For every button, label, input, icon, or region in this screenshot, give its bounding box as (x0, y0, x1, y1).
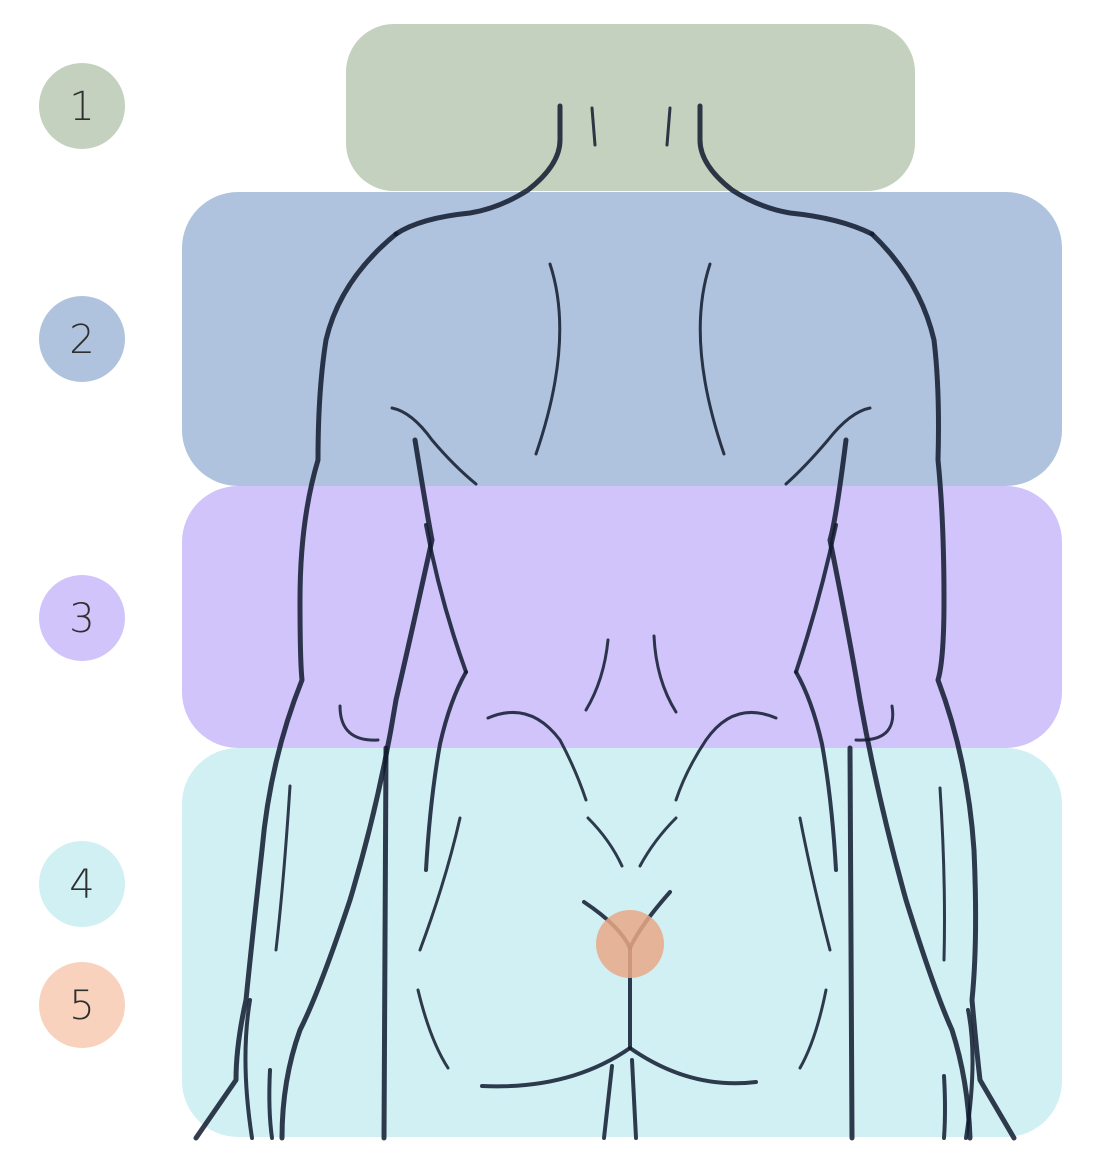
zone-2-number: 2 (69, 317, 95, 363)
left-glute-side-line (418, 816, 462, 952)
zone-1-marker: 1 (39, 63, 125, 149)
neck-left-line (393, 103, 563, 237)
left-spine-muscle-line (584, 638, 610, 712)
zone-4-marker: 4 (39, 841, 125, 927)
right-scapula-line (698, 262, 726, 456)
left-torso-side-line (279, 437, 435, 1141)
zone-2-upper-back-band (182, 192, 1062, 486)
zone-5-number: 5 (69, 983, 95, 1029)
left-thumb-line (267, 1068, 274, 1140)
right-sacrum-line (638, 816, 678, 868)
zone-5-tailbone-dot (596, 910, 664, 978)
right-glute-curve (798, 988, 828, 1070)
right-elbow-line (854, 704, 895, 742)
zone-3-number: 3 (69, 596, 95, 642)
right-wrist-line (964, 1008, 975, 1140)
zone-3-lower-back-band (182, 486, 1062, 748)
right-hip-line (794, 670, 838, 872)
zone-2-marker: 2 (39, 296, 125, 382)
left-inner-arm-line (381, 745, 389, 1141)
right-scapula-lower-line (784, 406, 872, 486)
body-outline (193, 103, 1017, 1141)
neck-right-tendon (665, 106, 672, 147)
left-forearm-line (274, 784, 292, 952)
left-sacrum-line (586, 816, 624, 868)
left-wrist-line (243, 998, 254, 1140)
left-arm-outer-line (193, 231, 399, 1141)
left-lat-line (424, 523, 468, 674)
zone-5-marker: 5 (39, 962, 125, 1048)
left-scapula-lower-line (390, 406, 478, 486)
right-lat-line (794, 523, 838, 674)
left-glute-top-line (486, 710, 588, 802)
right-arm-outer-line (869, 231, 1017, 1141)
gluteal-fold-line (480, 1046, 758, 1089)
right-glute-top-line (674, 710, 778, 802)
right-thumb-line (942, 1074, 947, 1140)
right-inner-thigh-line (630, 1058, 638, 1140)
right-torso-side-line (827, 437, 973, 1141)
left-scapula-line (534, 262, 562, 456)
zone-3-marker: 3 (39, 575, 125, 661)
right-spine-muscle-line (652, 634, 678, 714)
left-hip-line (424, 670, 468, 872)
neck-left-tendon (590, 106, 597, 147)
left-inner-thigh-line (602, 1064, 614, 1140)
right-forearm-line (938, 786, 946, 962)
right-inner-arm-line (847, 745, 855, 1141)
neck-right-line (697, 103, 875, 237)
zone-1-number: 1 (69, 84, 95, 130)
left-elbow-line (338, 704, 380, 742)
zone-1-neck-band (346, 24, 915, 191)
left-glute-curve (416, 988, 450, 1070)
right-glute-side-line (798, 816, 832, 952)
zone-4-number: 4 (69, 862, 95, 908)
